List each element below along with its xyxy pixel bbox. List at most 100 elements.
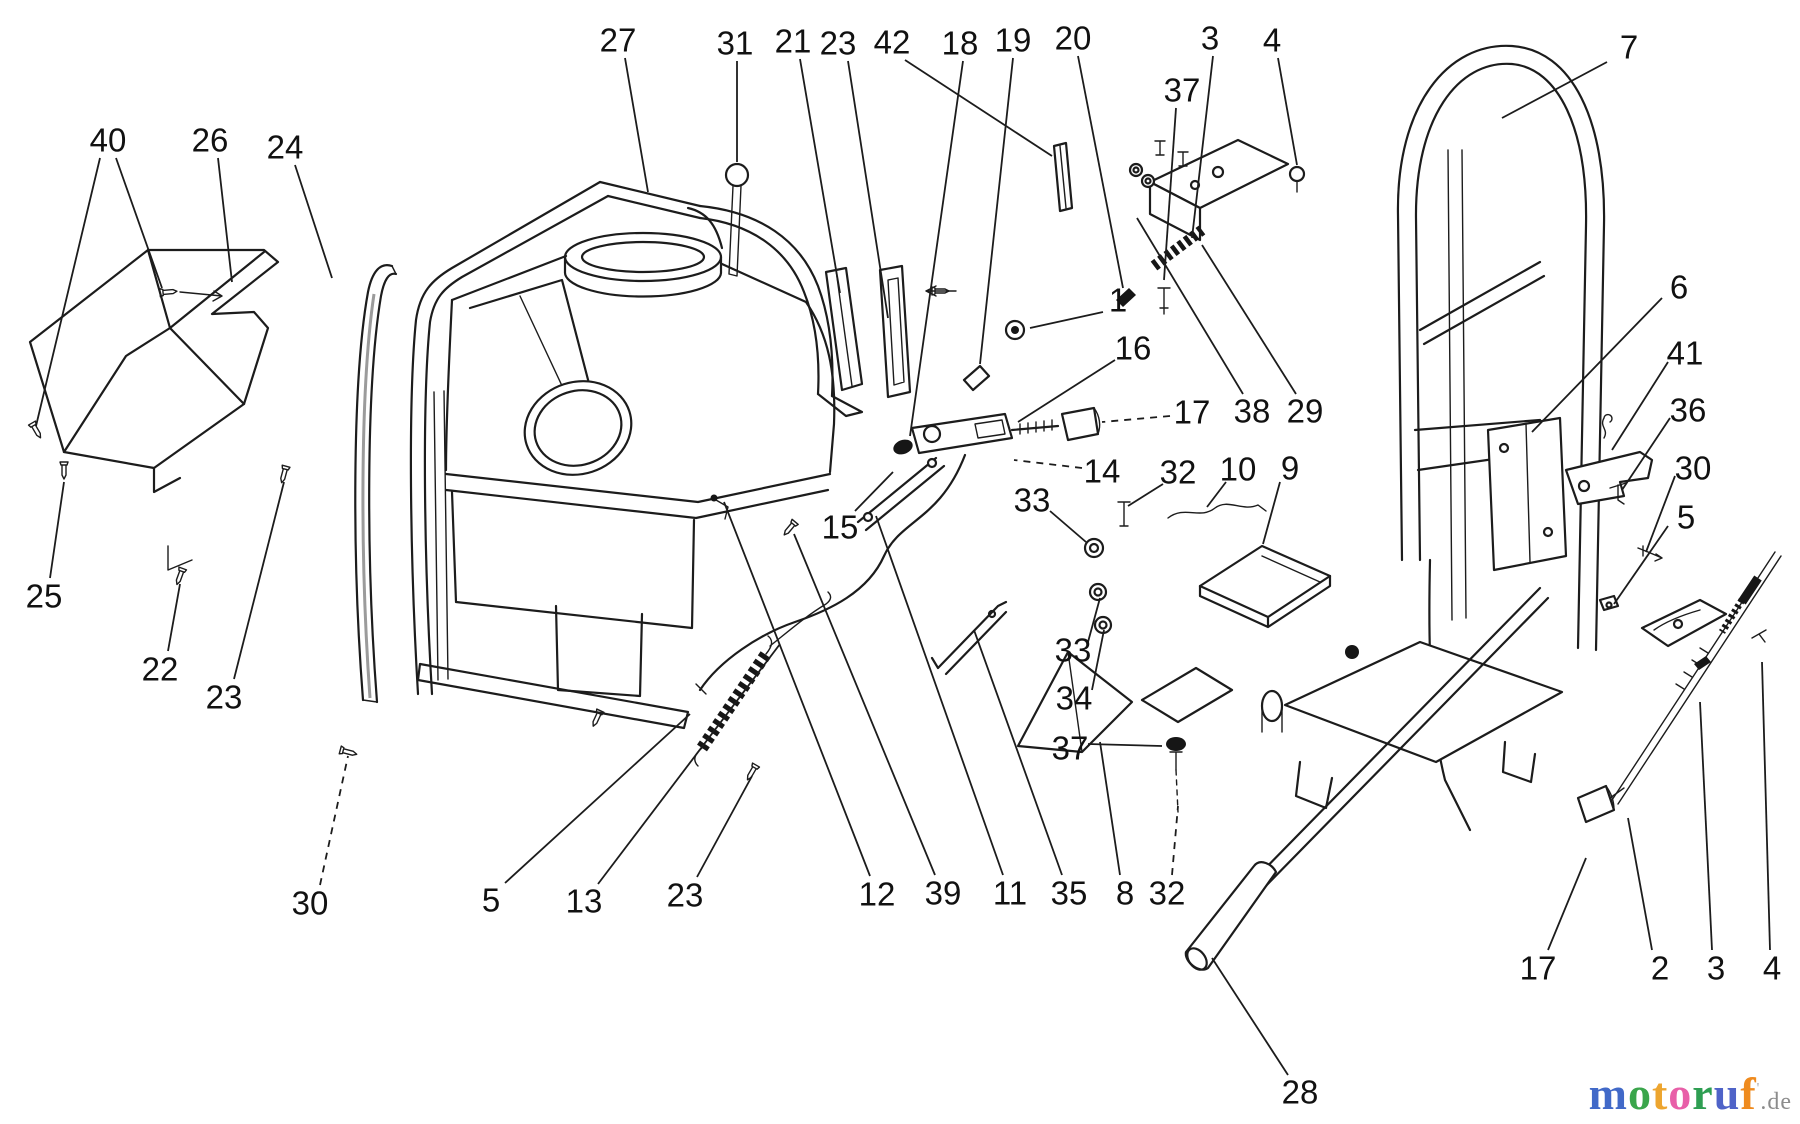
callout-42-leader xyxy=(904,59,1053,157)
callout-30-leader xyxy=(1645,475,1676,553)
callout-18-leader xyxy=(909,60,964,437)
bracket-35 xyxy=(930,600,1008,676)
callout-32-leader xyxy=(1127,483,1164,507)
callout-5: 5 xyxy=(1677,499,1695,536)
callout-5-leader xyxy=(504,713,691,884)
callout-23-leader xyxy=(696,775,753,878)
callout-34-leader xyxy=(1091,629,1105,691)
callout-8-leader xyxy=(1099,741,1121,876)
lower-cable-assembly xyxy=(1576,551,1782,824)
callout-1-leader xyxy=(1029,311,1104,329)
nut-1 xyxy=(1004,319,1026,341)
callout-3: 3 xyxy=(1201,20,1219,57)
callout-26-leader xyxy=(217,157,233,283)
fasteners-layer xyxy=(27,286,950,781)
callout-42: 42 xyxy=(874,24,911,61)
callout-11-leader xyxy=(875,515,1004,876)
side-band xyxy=(354,264,398,704)
callout-2: 2 xyxy=(1651,950,1669,987)
callout-2-leader xyxy=(1627,817,1653,951)
wire-link-10 xyxy=(1167,503,1267,519)
callout-22-leader xyxy=(167,583,181,652)
catcher-tank xyxy=(444,204,957,698)
nut-37-bottom xyxy=(1166,737,1186,751)
screw-icon xyxy=(59,461,69,480)
callout-21: 21 xyxy=(775,23,812,60)
plate-9 xyxy=(1198,544,1332,629)
watermark-mark: ' xyxy=(1756,1080,1761,1097)
bolt-32-mid xyxy=(1117,501,1131,527)
callout-33: 33 xyxy=(1014,482,1051,519)
watermark-suffix: .de xyxy=(1760,1089,1792,1115)
watermark-letter: o xyxy=(1627,1068,1652,1119)
handle-tube xyxy=(1184,586,1550,971)
callout-4-leader xyxy=(1277,57,1298,166)
spring-3 xyxy=(1150,225,1206,271)
cone-17 xyxy=(1060,406,1100,442)
watermark-letter: t xyxy=(1651,1068,1669,1119)
callout-12-leader xyxy=(723,501,871,877)
callout-17-leader xyxy=(1101,415,1171,423)
callout-23: 23 xyxy=(206,679,243,716)
callout-41: 41 xyxy=(1667,335,1704,372)
callout-40-leader xyxy=(35,157,101,427)
link-12 xyxy=(715,499,729,520)
callout-37-leader xyxy=(1163,107,1177,281)
callout-32: 32 xyxy=(1160,454,1197,491)
callout-7-leader xyxy=(1501,61,1608,119)
callout-9: 9 xyxy=(1281,450,1299,487)
callout-23-leader xyxy=(847,60,889,319)
callout-30-leader xyxy=(319,755,349,886)
callout-29: 29 xyxy=(1287,393,1324,430)
callout-37: 37 xyxy=(1052,730,1089,767)
callout-20: 20 xyxy=(1055,20,1092,57)
callout-17: 17 xyxy=(1174,394,1211,431)
callout-23: 23 xyxy=(667,877,704,914)
callout-11: 11 xyxy=(993,875,1027,912)
bolt-37-top xyxy=(1157,287,1171,315)
callout-18: 18 xyxy=(942,25,979,62)
callout-24-leader xyxy=(294,164,333,279)
callout-40: 40 xyxy=(90,122,127,159)
callout-3-leader xyxy=(1699,701,1713,951)
fitting-4-bottom xyxy=(1751,629,1767,643)
pin-3-bottom xyxy=(1694,656,1711,670)
callout-13: 13 xyxy=(566,883,603,920)
c-clip-4 xyxy=(1288,165,1306,193)
callout-16-leader xyxy=(1017,359,1116,423)
screw-icon xyxy=(783,518,799,536)
callout-25: 25 xyxy=(26,578,63,615)
callout-3-leader xyxy=(1191,55,1214,239)
callout-26: 26 xyxy=(192,122,229,159)
callout-13-leader xyxy=(597,643,781,885)
callout-1: 1 xyxy=(1109,282,1127,319)
callout-39-leader xyxy=(793,533,936,876)
watermark-letter: m xyxy=(1588,1068,1628,1119)
callout-33-leader xyxy=(1087,597,1101,643)
grommet-18 xyxy=(893,439,913,455)
bracket-bolts xyxy=(1128,140,1189,189)
callout-36-leader xyxy=(1621,417,1671,491)
linkage-parts xyxy=(694,456,1332,813)
callout-33: 33 xyxy=(1055,632,1092,669)
rod-13 xyxy=(769,591,832,647)
base-plate xyxy=(1260,640,1564,810)
cotter-pin-41 xyxy=(1601,413,1613,439)
watermark-letter: u xyxy=(1713,1068,1741,1119)
callout-19-leader xyxy=(979,57,1014,365)
callout-4-leader xyxy=(1761,661,1771,951)
callout-23: 23 xyxy=(820,25,857,62)
callout-19: 19 xyxy=(995,22,1032,59)
callout-6-leader xyxy=(1531,297,1663,433)
callout-30: 30 xyxy=(1675,450,1712,487)
callout-9-leader xyxy=(1262,481,1281,545)
bolt-32-bottom xyxy=(1169,751,1183,771)
callout-10-leader xyxy=(1206,481,1227,508)
watermark-motoruf: motoruf'.de xyxy=(1589,1067,1792,1120)
screw-icon xyxy=(931,286,950,296)
catcher-frame xyxy=(409,180,702,730)
screw-icon xyxy=(746,762,761,781)
callout-23-leader xyxy=(233,481,285,680)
callout-24: 24 xyxy=(267,129,304,166)
